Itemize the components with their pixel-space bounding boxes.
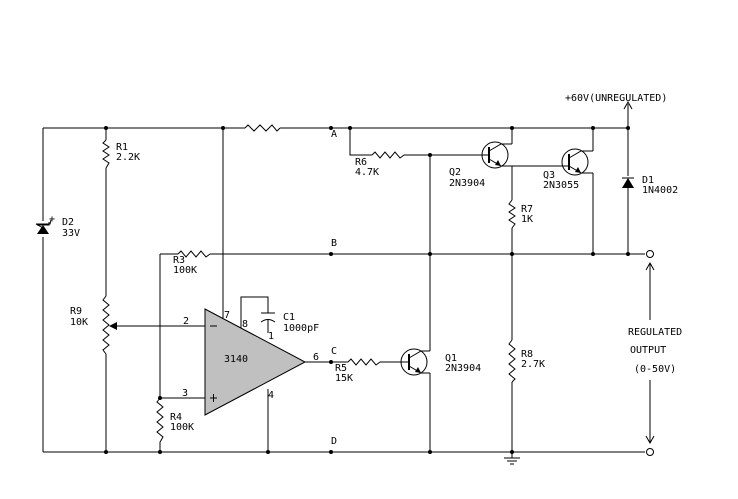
output-label-line2: OUTPUT xyxy=(630,345,666,356)
node-a-label: A xyxy=(331,129,337,140)
output-arrow-down xyxy=(645,380,655,445)
r3-value: 100K xyxy=(173,265,197,276)
ground-icon xyxy=(504,452,520,465)
r3-resistor xyxy=(177,250,211,258)
c1-capacitor xyxy=(260,312,276,323)
r5-value: 15K xyxy=(335,373,353,384)
output-arrow-up xyxy=(645,261,655,320)
q1-value: 2N3904 xyxy=(445,363,481,374)
r9-value: 10K xyxy=(70,317,88,328)
r9-name: R9 xyxy=(70,306,82,317)
q3-name: Q3 xyxy=(543,170,555,181)
node-d-label: D xyxy=(331,436,337,447)
output-terminal-negative xyxy=(646,448,654,456)
opamp-3140 xyxy=(204,308,307,416)
pin-8-label: 8 xyxy=(242,319,248,330)
d2-name: D2 xyxy=(62,217,74,228)
output-range: (0-50V) xyxy=(634,364,676,375)
d1-name: D1 xyxy=(642,175,654,186)
r8-value: 2.7K xyxy=(521,359,545,370)
r4-value: 100K xyxy=(170,422,194,433)
opamp-plus-sign xyxy=(210,394,217,402)
r7-resistor xyxy=(508,199,516,229)
node-b-label: B xyxy=(331,238,337,249)
r9-potentiometer xyxy=(102,295,110,355)
pin-3-label: 3 xyxy=(182,388,188,399)
q3-value: 2N3055 xyxy=(543,180,579,191)
q2-emitter-wire xyxy=(511,165,562,200)
pin-1-label: 1 xyxy=(268,331,274,342)
r2-resistor xyxy=(244,124,281,132)
d1-diode xyxy=(622,178,634,188)
d2-zener-bar xyxy=(37,222,50,226)
r7-value: 1K xyxy=(521,214,533,225)
r8-name: R8 xyxy=(521,349,533,360)
r9-wiper-arrow xyxy=(109,322,117,330)
q1-emitter-arrow xyxy=(415,367,421,373)
q1-transistor xyxy=(400,348,428,376)
r1-name: R1 xyxy=(116,142,128,153)
q2-name: Q2 xyxy=(449,167,461,178)
r1-value: 2.2K xyxy=(116,152,140,163)
pin-6-label: 6 xyxy=(313,352,319,363)
d2-plus-label: + xyxy=(49,214,55,225)
r7-name: R7 xyxy=(521,204,533,215)
r6-value: 4.7K xyxy=(355,167,379,178)
r6-name: R6 xyxy=(355,157,367,168)
r6-wire xyxy=(349,128,482,156)
c1-wire xyxy=(240,296,269,333)
r4-resistor xyxy=(156,397,164,443)
d1-value: 1N4002 xyxy=(642,185,678,196)
r5-name: R5 xyxy=(335,363,347,374)
r5-resistor xyxy=(347,358,381,366)
c1-value: 1000pF xyxy=(283,323,319,334)
r8-resistor xyxy=(508,339,516,383)
pin-7-label: 7 xyxy=(224,310,230,321)
junction-dots xyxy=(104,126,630,454)
r3-wire xyxy=(159,253,178,398)
r1-resistor xyxy=(102,139,110,169)
q1-name: Q1 xyxy=(445,353,457,364)
output-label-line1: REGULATED xyxy=(628,327,682,338)
d2-zener-body xyxy=(37,225,49,234)
output-terminal-positive xyxy=(646,250,654,258)
node-c-label: C xyxy=(331,346,337,357)
r6-resistor xyxy=(371,151,405,159)
pin-4-label: 4 xyxy=(268,390,274,401)
opamp-label: 3140 xyxy=(224,354,248,365)
d2-value: 33V xyxy=(62,228,80,239)
c1-name: C1 xyxy=(283,312,295,323)
pin-2-label: 2 xyxy=(183,316,189,327)
supply-arrow-head xyxy=(623,100,633,110)
q2-emitter-arrow xyxy=(495,160,501,166)
supply-label: +60V(UNREGULATED) xyxy=(565,93,667,104)
q3-emitter-arrow xyxy=(575,167,581,173)
r4-name: R4 xyxy=(170,412,182,423)
q2-value: 2N3904 xyxy=(449,178,485,189)
r3-name: R3 xyxy=(173,255,185,266)
q3-transistor xyxy=(561,148,589,176)
